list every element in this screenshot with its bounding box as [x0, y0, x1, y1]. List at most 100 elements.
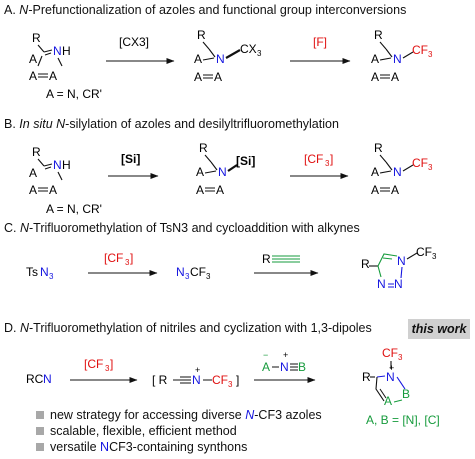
svg-text:R: R: [361, 257, 370, 271]
section-b-reagent-1: [Si]: [121, 152, 140, 166]
svg-text:+: +: [389, 363, 394, 373]
svg-text:N: N: [176, 265, 185, 279]
svg-text:CF: CF: [382, 346, 398, 360]
svg-text:[CF: [CF: [304, 152, 323, 166]
svg-text:R: R: [262, 252, 271, 266]
bullet-square-icon: [36, 411, 44, 419]
section-d-n: N: [19, 321, 30, 335]
svg-text:[CF: [CF: [104, 251, 123, 265]
bullet-1: new strategy for accessing diverse N-CF3…: [36, 407, 322, 423]
section-a-azole-start: R N H A A A: [29, 31, 71, 83]
svg-text:A: A: [371, 70, 379, 84]
svg-text:3: 3: [105, 364, 110, 373]
svg-text:R: R: [197, 28, 206, 42]
section-b-letter: B.: [4, 117, 16, 131]
section-a-reagent-1: [CX3]: [119, 35, 149, 49]
svg-text:A: A: [196, 165, 204, 179]
svg-text:N: N: [386, 370, 395, 384]
section-c-arrow-2-alkyne: R: [254, 252, 319, 276]
svg-text:3: 3: [325, 159, 330, 168]
svg-text:A: A: [29, 52, 37, 66]
svg-text:3: 3: [185, 272, 190, 281]
svg-text:[ R: [ R: [152, 373, 168, 387]
section-b-condition: A = N, CR': [46, 202, 102, 216]
bullet-square-icon: [36, 443, 44, 451]
svg-text:R: R: [374, 141, 383, 155]
svg-text:N: N: [218, 165, 227, 179]
section-d-title: D. N-Trifluoromethylation of nitriles an…: [4, 321, 372, 335]
section-a-arrow-1: [CX3]: [106, 35, 175, 64]
section-d-rcn: RC N: [26, 372, 52, 386]
svg-text:N: N: [393, 165, 402, 179]
section-b-azole-si: R N [Si] A A A: [196, 141, 255, 197]
section-a-letter: A.: [4, 3, 16, 17]
svg-text:CF: CF: [412, 156, 428, 170]
section-b-azole-start: R N H A A A: [29, 145, 71, 197]
section-c-n3cf3: N 3 CF 3: [176, 265, 211, 281]
svg-text:3: 3: [228, 380, 233, 389]
svg-text:+: +: [195, 365, 200, 375]
svg-text:A: A: [216, 183, 224, 197]
section-d-product-label: A, B = [N], [C]: [366, 413, 440, 427]
section-b-arrow-1: [Si]: [108, 152, 159, 179]
svg-text:A: A: [29, 183, 37, 197]
svg-text:]: ]: [330, 152, 333, 166]
section-a-azole-cf3: R N CF 3 A A A: [371, 28, 433, 84]
section-c-title: C. N-Trifluoromethylation of TsN3 and cy…: [4, 221, 360, 235]
svg-text:−: −: [263, 350, 268, 360]
svg-text:3: 3: [206, 272, 211, 281]
svg-text:3: 3: [49, 272, 54, 281]
section-b-azole-cf3: R N CF 3 A A A: [371, 141, 433, 197]
svg-text:3: 3: [125, 258, 130, 267]
section-a-azole-cx3: R N CX 3 A A A: [194, 28, 262, 84]
section-a-title-text: -Prefunctionalization of azoles and func…: [28, 3, 407, 17]
svg-text:B: B: [298, 360, 306, 374]
section-c-title-text: -Trifluoromethylation of TsN3 and cycloa…: [29, 221, 360, 235]
svg-text:RC: RC: [26, 372, 44, 386]
section-d-arrow-2-dipole: − + A N B: [254, 350, 316, 383]
svg-text:A: A: [194, 52, 202, 66]
svg-text:A: A: [262, 360, 270, 374]
svg-text:3: 3: [257, 49, 262, 58]
section-a-condition: A = N, CR': [46, 87, 102, 101]
svg-text:A: A: [29, 166, 37, 180]
svg-text:R: R: [199, 141, 208, 155]
section-a-reagent-2: [F]: [313, 35, 327, 49]
section-d-product-azole: CF 3 N + R A B: [362, 346, 410, 408]
section-d-bullets: new strategy for accessing diverse N-CF3…: [36, 407, 322, 455]
svg-text:CF: CF: [190, 265, 206, 279]
svg-text:R: R: [32, 31, 41, 45]
section-c-n: N: [19, 221, 30, 235]
svg-text:]: ]: [130, 251, 133, 265]
svg-text:N: N: [216, 52, 225, 66]
svg-text:CF: CF: [416, 245, 432, 259]
svg-text:N: N: [394, 277, 403, 291]
svg-text:B: B: [402, 387, 410, 401]
svg-text:A: A: [49, 69, 57, 83]
svg-text:Ts: Ts: [26, 265, 38, 279]
bullet-3-pre: versatile: [50, 440, 101, 454]
svg-text:CF: CF: [212, 373, 228, 387]
svg-text:A: A: [384, 394, 392, 408]
svg-text:A: A: [49, 183, 57, 197]
bullet-3-hl: N: [100, 440, 110, 454]
bullet-2: scalable, flexible, efficient method: [36, 423, 322, 439]
svg-text:H: H: [62, 158, 71, 172]
section-c-letter: C.: [4, 221, 17, 235]
svg-text:N: N: [40, 265, 49, 279]
svg-text:A: A: [371, 165, 379, 179]
svg-text:N: N: [43, 372, 52, 386]
svg-text:3: 3: [432, 252, 437, 261]
svg-text:N: N: [280, 360, 289, 374]
svg-text:[CF: [CF: [84, 357, 103, 371]
section-c-arrow-1: [CF 3 ]: [88, 251, 158, 276]
section-b-title-text: -silylation of azoles and desilyltrifluo…: [65, 117, 339, 131]
section-c-tsn3: Ts N 3: [26, 265, 54, 281]
bullet-3: versatile NCF3-containing synthons: [36, 439, 322, 455]
section-c-triazole: R N CF 3 N N: [361, 245, 437, 291]
svg-text:R: R: [362, 370, 371, 384]
bullet-2-pre: scalable, flexible, efficient method: [50, 424, 237, 438]
svg-text:A: A: [371, 183, 379, 197]
section-b-title: B. In situ N-silylation of azoles and de…: [4, 117, 339, 131]
